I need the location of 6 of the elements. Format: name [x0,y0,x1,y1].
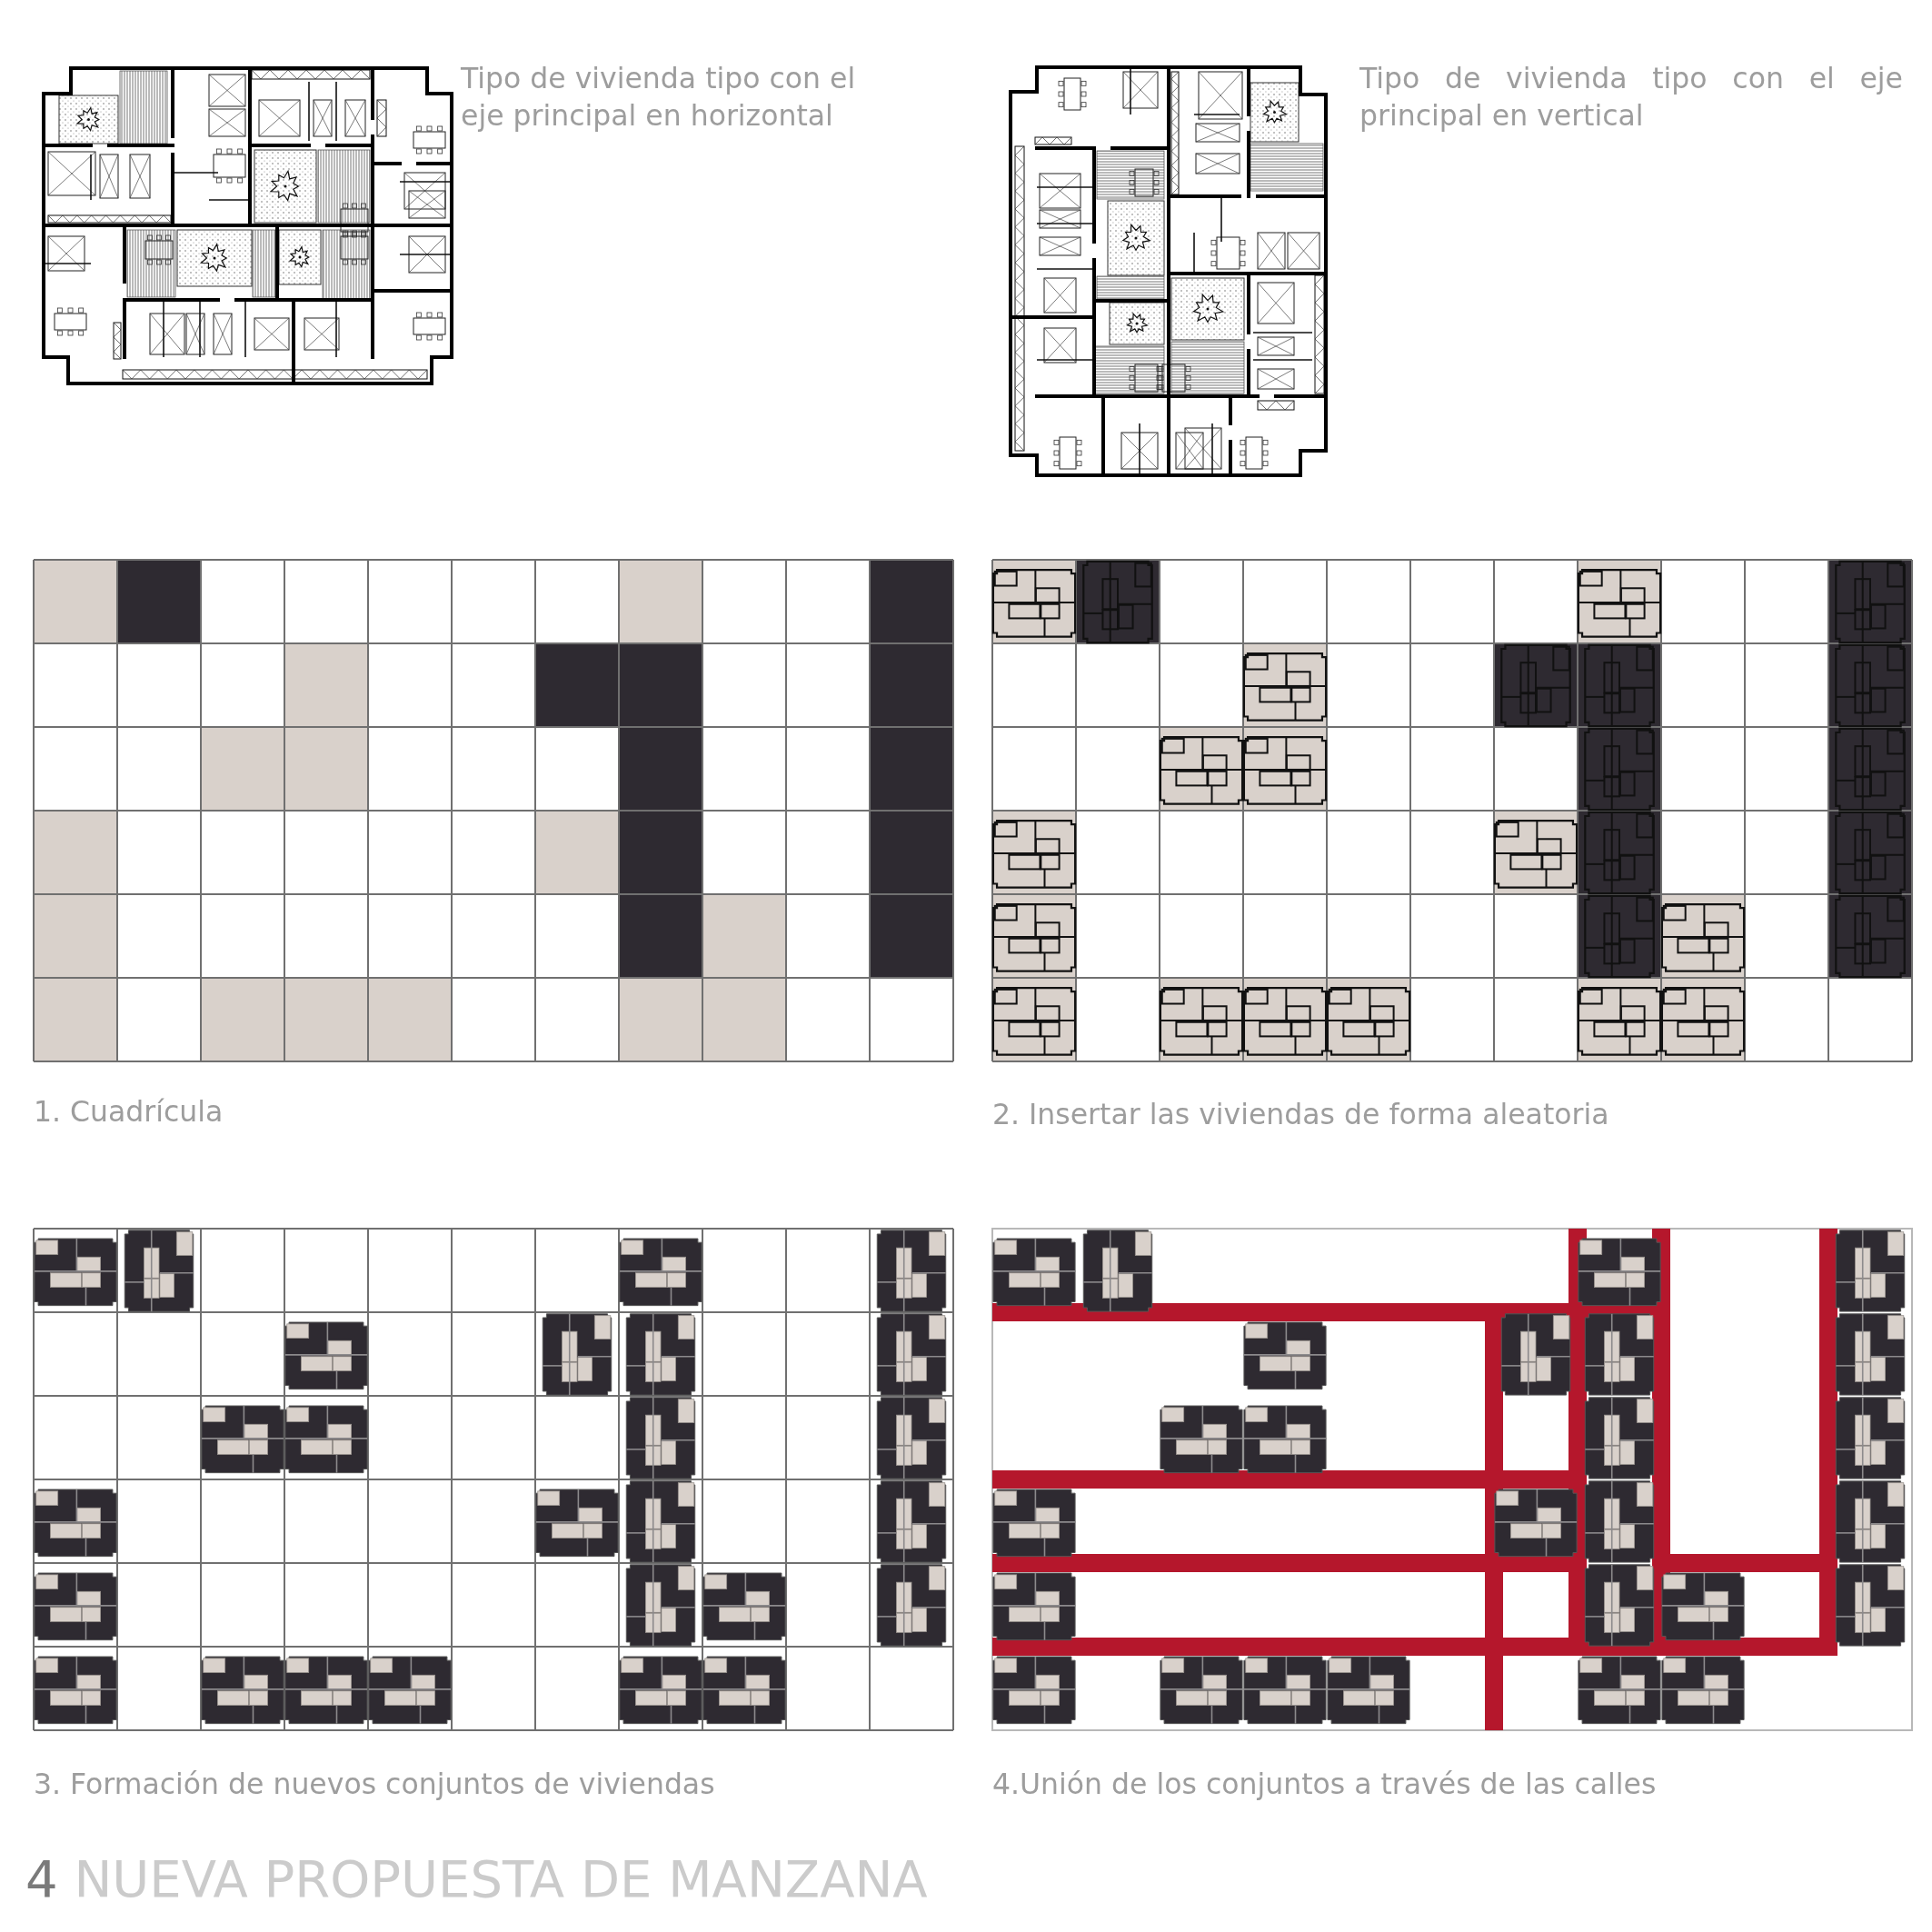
plan-caption: Tipo de vivienda tipo con el eje principal en horizontal [461,61,857,134]
step-caption: 1. Cuadrícula [34,1094,224,1130]
step-caption: 3. Formación de nuevos conjuntos de viviendas [34,1767,716,1802]
step-caption: 2. Insertar las viviendas de forma aleatoria [992,1097,1610,1132]
plan-caption: Tipo de vivienda tipo con el eje principal en vertical [1359,61,1903,134]
step-caption: 4.Unión de los conjuntos a través de las calles [992,1767,1658,1802]
